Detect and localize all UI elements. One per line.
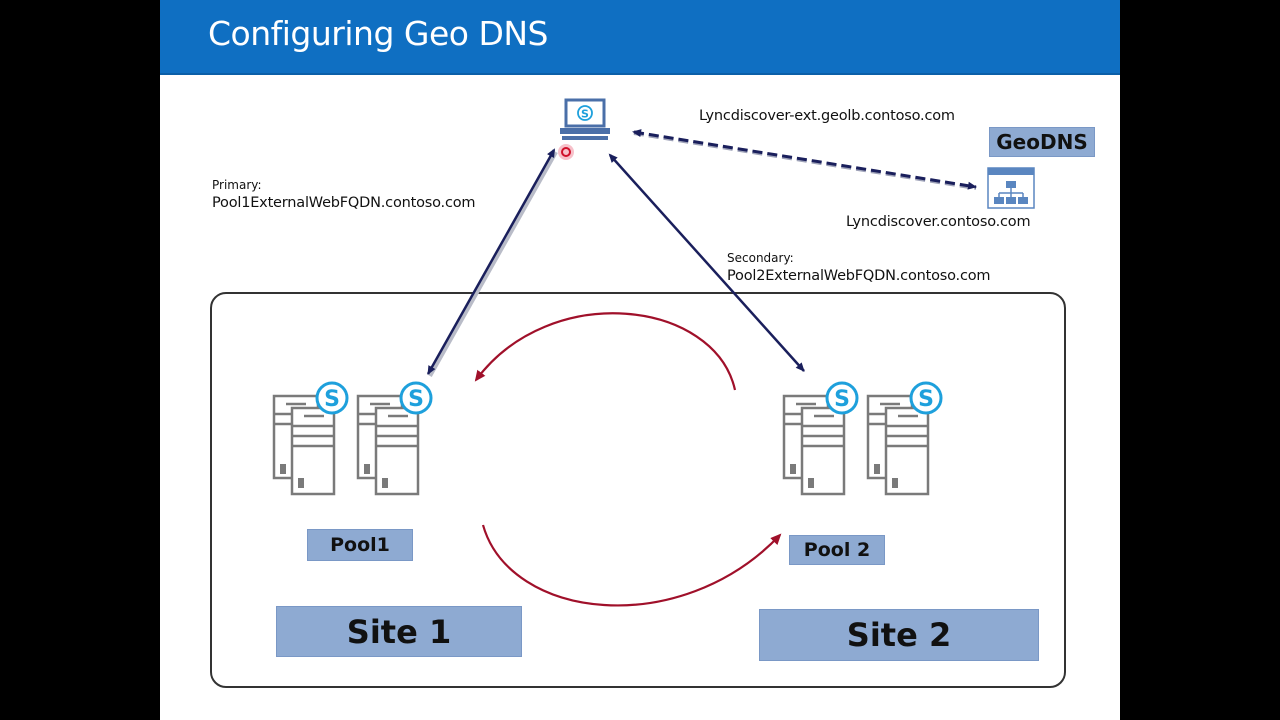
svg-text:S: S [408,387,424,412]
slide: Configuring Geo DNS [160,0,1120,720]
secondary-fqdn: Pool2ExternalWebFQDN.contoso.com [727,268,991,284]
geodns-ext-fqdn: Lyncdiscover-ext.geolb.contoso.com [699,108,955,124]
geodns-label: GeoDNS [989,127,1095,157]
site1-label: Site 1 [276,606,522,657]
svg-text:S: S [324,387,340,412]
sitemap-icon [987,167,1035,209]
svg-text:S: S [918,387,934,412]
title-bar: Configuring Geo DNS [160,0,1120,75]
primary-fqdn: Pool1ExternalWebFQDN.contoso.com [212,195,476,211]
skype-server-icon: S [866,378,946,498]
skype-server-icon: S [272,378,352,498]
skype-server-icon: S [782,378,862,498]
svg-text:S: S [834,387,850,412]
cursor-indicator-icon [558,144,574,160]
skype-logo-icon: S [825,381,859,415]
svg-text:S: S [581,108,589,121]
skype-server-icon: S [356,378,436,498]
laptop-skype-icon: S [560,98,610,140]
skype-logo-icon: S [909,381,943,415]
client-geodns-link [632,129,977,190]
pool1-label: Pool1 [307,529,413,561]
secondary-caption: Secondary: [727,251,794,265]
slide-title: Configuring Geo DNS [208,14,548,53]
geodns-fqdn: Lyncdiscover.contoso.com [846,214,1031,230]
skype-logo-icon: S [399,381,433,415]
skype-logo-icon: S [315,381,349,415]
site2-label: Site 2 [759,609,1039,661]
primary-caption: Primary: [212,178,262,192]
pool2-label: Pool 2 [789,535,885,565]
